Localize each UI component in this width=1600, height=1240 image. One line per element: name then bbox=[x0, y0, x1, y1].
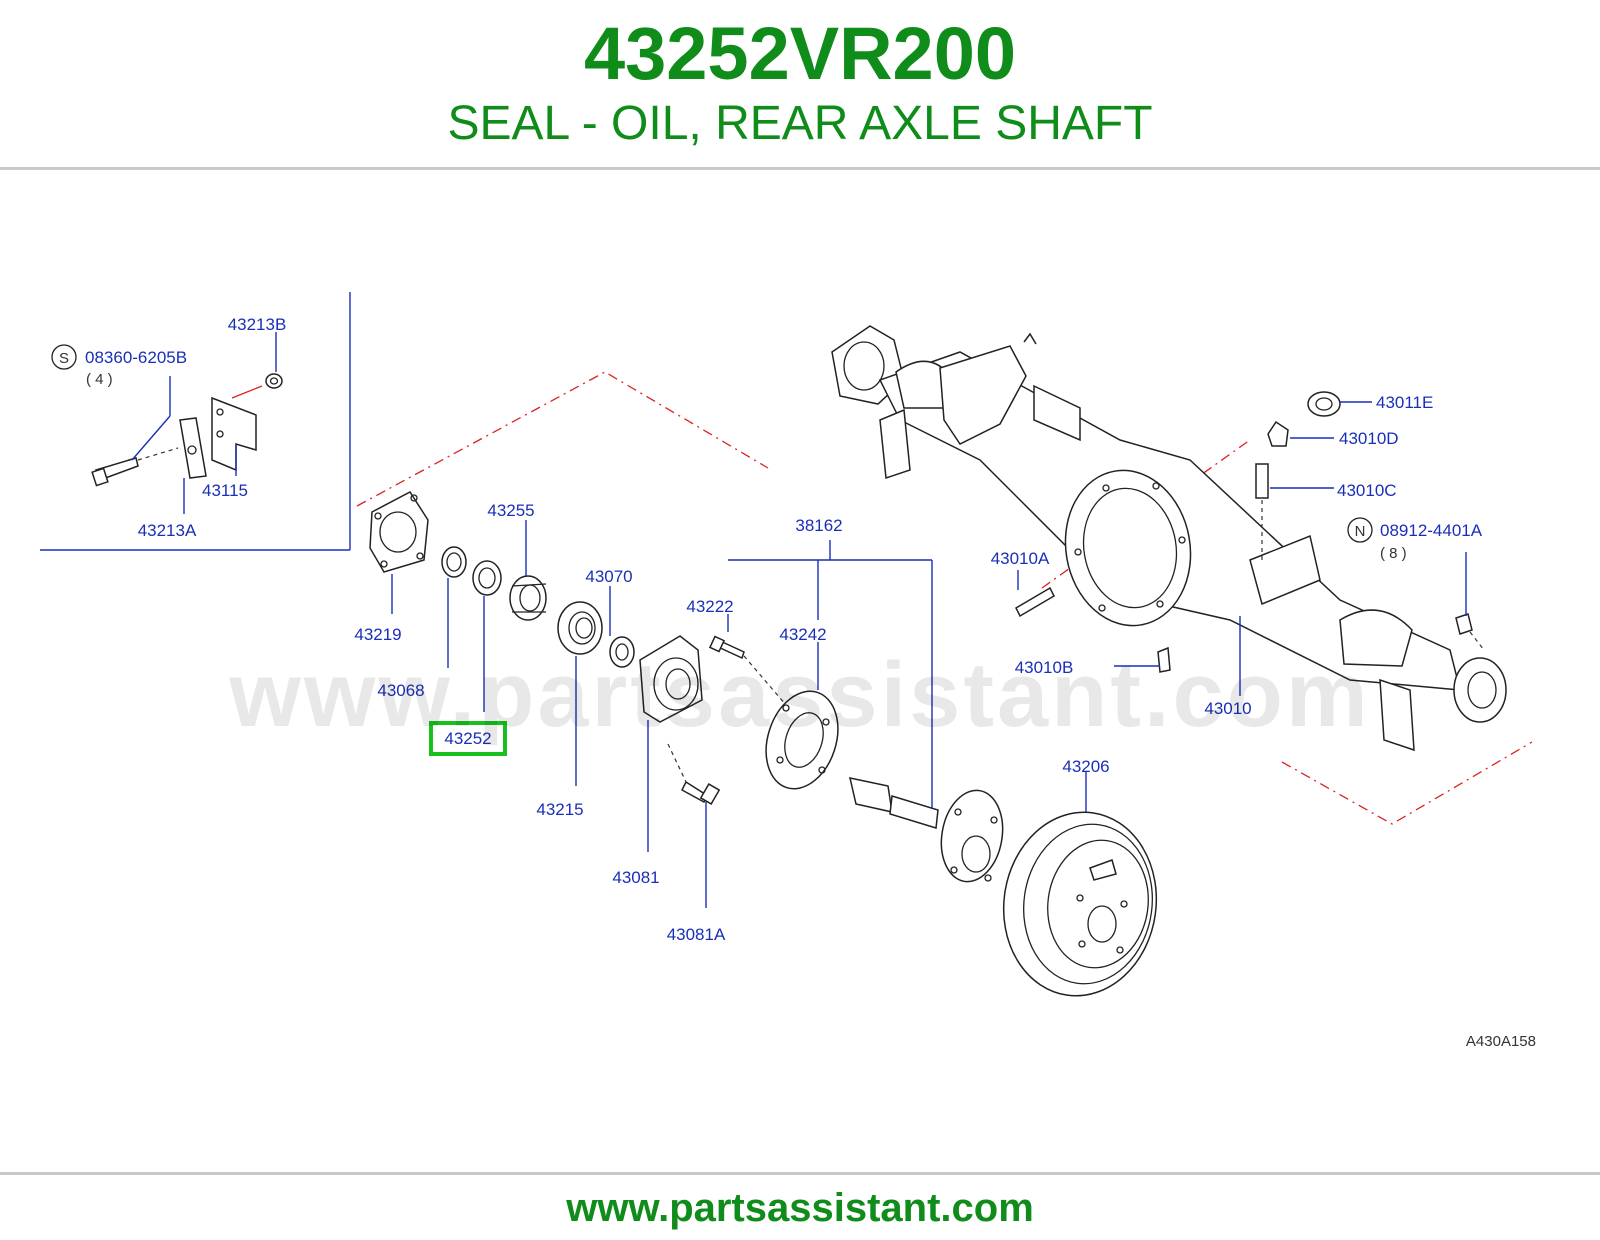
callout-43219[interactable]: 43219 bbox=[354, 625, 401, 644]
part-name-subtitle: SEAL - OIL, REAR AXLE SHAFT bbox=[447, 97, 1153, 150]
ring-43255-drawing bbox=[509, 575, 547, 621]
callout-43010B[interactable]: 43010B bbox=[1015, 658, 1074, 677]
callout-43010C[interactable]: 43010C bbox=[1337, 481, 1397, 500]
ring-43070-drawing bbox=[609, 636, 635, 668]
s-marker-circle bbox=[51, 344, 77, 370]
callout-43215[interactable]: 43215 bbox=[536, 800, 583, 819]
part-number-title: 43252VR200 bbox=[583, 12, 1017, 95]
plug-43010B-drawing bbox=[1157, 646, 1171, 673]
bearing-43215-drawing bbox=[557, 601, 603, 655]
selected-callout-highlight bbox=[429, 721, 507, 756]
callout-43242[interactable]: 43242 bbox=[779, 625, 826, 644]
callout-43011E[interactable]: 43011E bbox=[1376, 393, 1433, 412]
bumper-43010D-drawing bbox=[1267, 420, 1289, 447]
n-marker-label: N bbox=[1355, 523, 1366, 540]
s-marker-label: S bbox=[59, 350, 69, 367]
n-marker-circle bbox=[1347, 517, 1373, 543]
callout-38162[interactable]: 38162 bbox=[795, 516, 842, 535]
axle-housing-drawing bbox=[831, 325, 1507, 752]
seal-43068-drawing bbox=[441, 546, 467, 578]
inset-frame bbox=[40, 292, 351, 551]
callout-43222[interactable]: 43222 bbox=[686, 597, 733, 616]
leader-lines bbox=[131, 332, 1467, 908]
assembly-outline-lower bbox=[1281, 741, 1533, 825]
stud-43010A-drawing bbox=[1015, 586, 1055, 618]
header-divider bbox=[0, 167, 1600, 170]
callout-43070[interactable]: 43070 bbox=[585, 567, 632, 586]
baffle-plate-drawing bbox=[765, 690, 839, 790]
callout-08360-6205B[interactable]: 08360-6205B bbox=[85, 348, 187, 367]
axle-shaft-drawing bbox=[849, 777, 1004, 883]
callout-43068[interactable]: 43068 bbox=[377, 681, 424, 700]
callout-43010D[interactable]: 43010D bbox=[1339, 429, 1399, 448]
callout-43081[interactable]: 43081 bbox=[612, 868, 659, 887]
footer-url[interactable]: www.partsassistant.com bbox=[566, 1186, 1034, 1230]
seal-43252-drawing bbox=[472, 560, 502, 596]
footer-divider bbox=[0, 1172, 1600, 1175]
nut-08912-drawing bbox=[1455, 613, 1485, 651]
breather-43010C-drawing bbox=[1255, 463, 1269, 560]
bracket-drawing bbox=[91, 373, 283, 487]
bolt-43081A-drawing bbox=[667, 743, 721, 805]
callout-08912-4401A[interactable]: 08912-4401A bbox=[1380, 521, 1483, 540]
callout-43206[interactable]: 43206 bbox=[1062, 757, 1109, 776]
callout-43081A[interactable]: 43081A bbox=[667, 925, 726, 944]
callout-43010[interactable]: 43010 bbox=[1204, 699, 1251, 718]
callout-43255[interactable]: 43255 bbox=[487, 501, 534, 520]
assembly-outline-upper bbox=[356, 371, 769, 507]
callout-08360-qty: ( 4 ) bbox=[86, 371, 113, 388]
bearing-housing-drawing bbox=[639, 635, 703, 723]
page-header: 43252VR200 SEAL - OIL, REAR AXLE SHAFT bbox=[0, 0, 1600, 170]
callout-43252[interactable]: 43252 bbox=[444, 729, 491, 748]
callout-43213A[interactable]: 43213A bbox=[138, 521, 197, 540]
diagram-code: A430A158 bbox=[1466, 1033, 1536, 1050]
callout-labels: 43213B 08360-6205B ( 4 ) 43115 43213A 43… bbox=[85, 315, 1536, 1050]
callout-08912-qty: ( 8 ) bbox=[1380, 545, 1407, 562]
callout-43010A[interactable]: 43010A bbox=[991, 549, 1050, 568]
callout-43213B[interactable]: 43213B bbox=[228, 315, 287, 334]
brake-drum-drawing bbox=[1002, 811, 1158, 997]
bolt-43222-drawing bbox=[708, 635, 793, 713]
gasket-plate-drawing bbox=[369, 491, 429, 573]
callout-43115[interactable]: 43115 bbox=[202, 481, 248, 500]
bushing-43011E-drawing bbox=[1307, 391, 1341, 417]
